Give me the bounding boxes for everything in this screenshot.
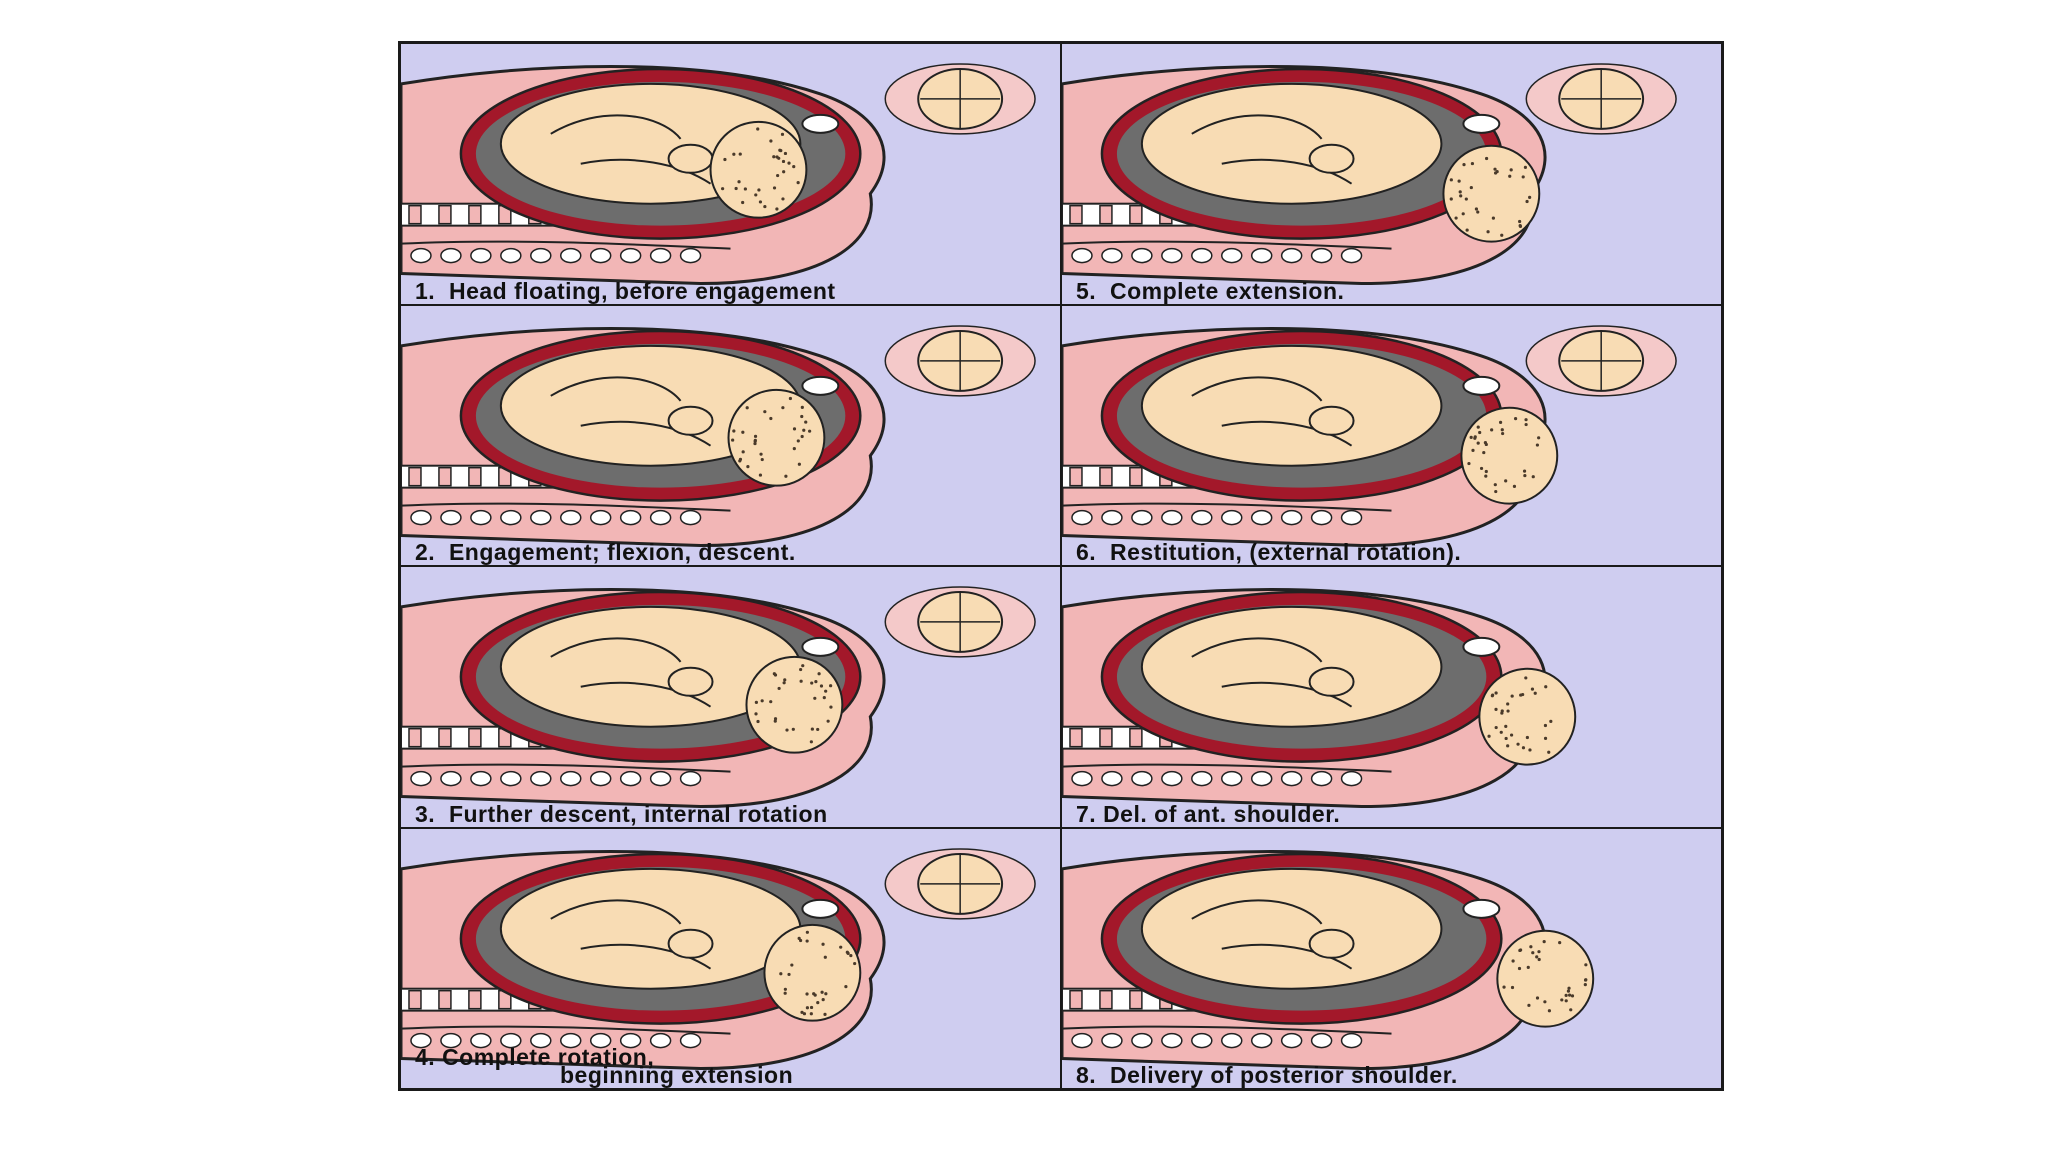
panel-2: 2. Engagement; flexion, descent. [401, 306, 1060, 566]
birth-scene-2 [401, 306, 1060, 566]
birth-scene-8 [1062, 829, 1721, 1089]
panel-8: 8. Delivery of posterior shoulder. [1062, 829, 1721, 1089]
panel-caption: 7. Del. of ant. shoulder. [1076, 805, 1340, 823]
panel-caption: 4. Complete rotation,beginning extension [415, 1048, 793, 1084]
fetal-head [1497, 930, 1593, 1026]
birth-scene-7 [1062, 567, 1721, 827]
panel-caption: 8. Delivery of posterior shoulder. [1076, 1066, 1458, 1084]
fetal-head [1443, 146, 1539, 242]
panel-caption: 2. Engagement; flexion, descent. [415, 543, 796, 561]
pelvis-inlet-view-icon [885, 64, 1035, 134]
pelvis-inlet-view-icon [885, 587, 1035, 657]
labor-stages-figure: 1. Head floating, before engagement 5. C… [398, 41, 1724, 1091]
pelvis-inlet-view-icon [1526, 325, 1676, 395]
panel-6: 6. Restitution, (external rotation). [1062, 306, 1721, 566]
panel-5: 5. Complete extension. [1062, 44, 1721, 304]
panel-3: 3. Further descent, internal rotation [401, 567, 1060, 827]
birth-scene-6 [1062, 306, 1721, 566]
panel-7: 7. Del. of ant. shoulder. [1062, 567, 1721, 827]
birth-scene-1 [401, 44, 1060, 304]
panel-4: 4. Complete rotation,beginning extension [401, 829, 1060, 1089]
pelvis-inlet-view-icon [1526, 64, 1676, 134]
panel-caption: 5. Complete extension. [1076, 282, 1344, 300]
panel-caption: 1. Head floating, before engagement [415, 282, 836, 300]
fetal-head [746, 657, 842, 753]
panel-caption: 6. Restitution, (external rotation). [1076, 543, 1461, 561]
panel-1: 1. Head floating, before engagement [401, 44, 1060, 304]
pelvis-inlet-view-icon [885, 325, 1035, 395]
fetal-head [1461, 407, 1557, 503]
fetal-head [711, 122, 807, 218]
panel-caption: 3. Further descent, internal rotation [415, 805, 828, 823]
birth-scene-3 [401, 567, 1060, 827]
fetal-head [729, 389, 825, 485]
panel-caption-line2: beginning extension [415, 1066, 793, 1084]
birth-scene-5 [1062, 44, 1721, 304]
pelvis-inlet-view-icon [885, 848, 1035, 918]
fetal-head [1479, 669, 1575, 765]
